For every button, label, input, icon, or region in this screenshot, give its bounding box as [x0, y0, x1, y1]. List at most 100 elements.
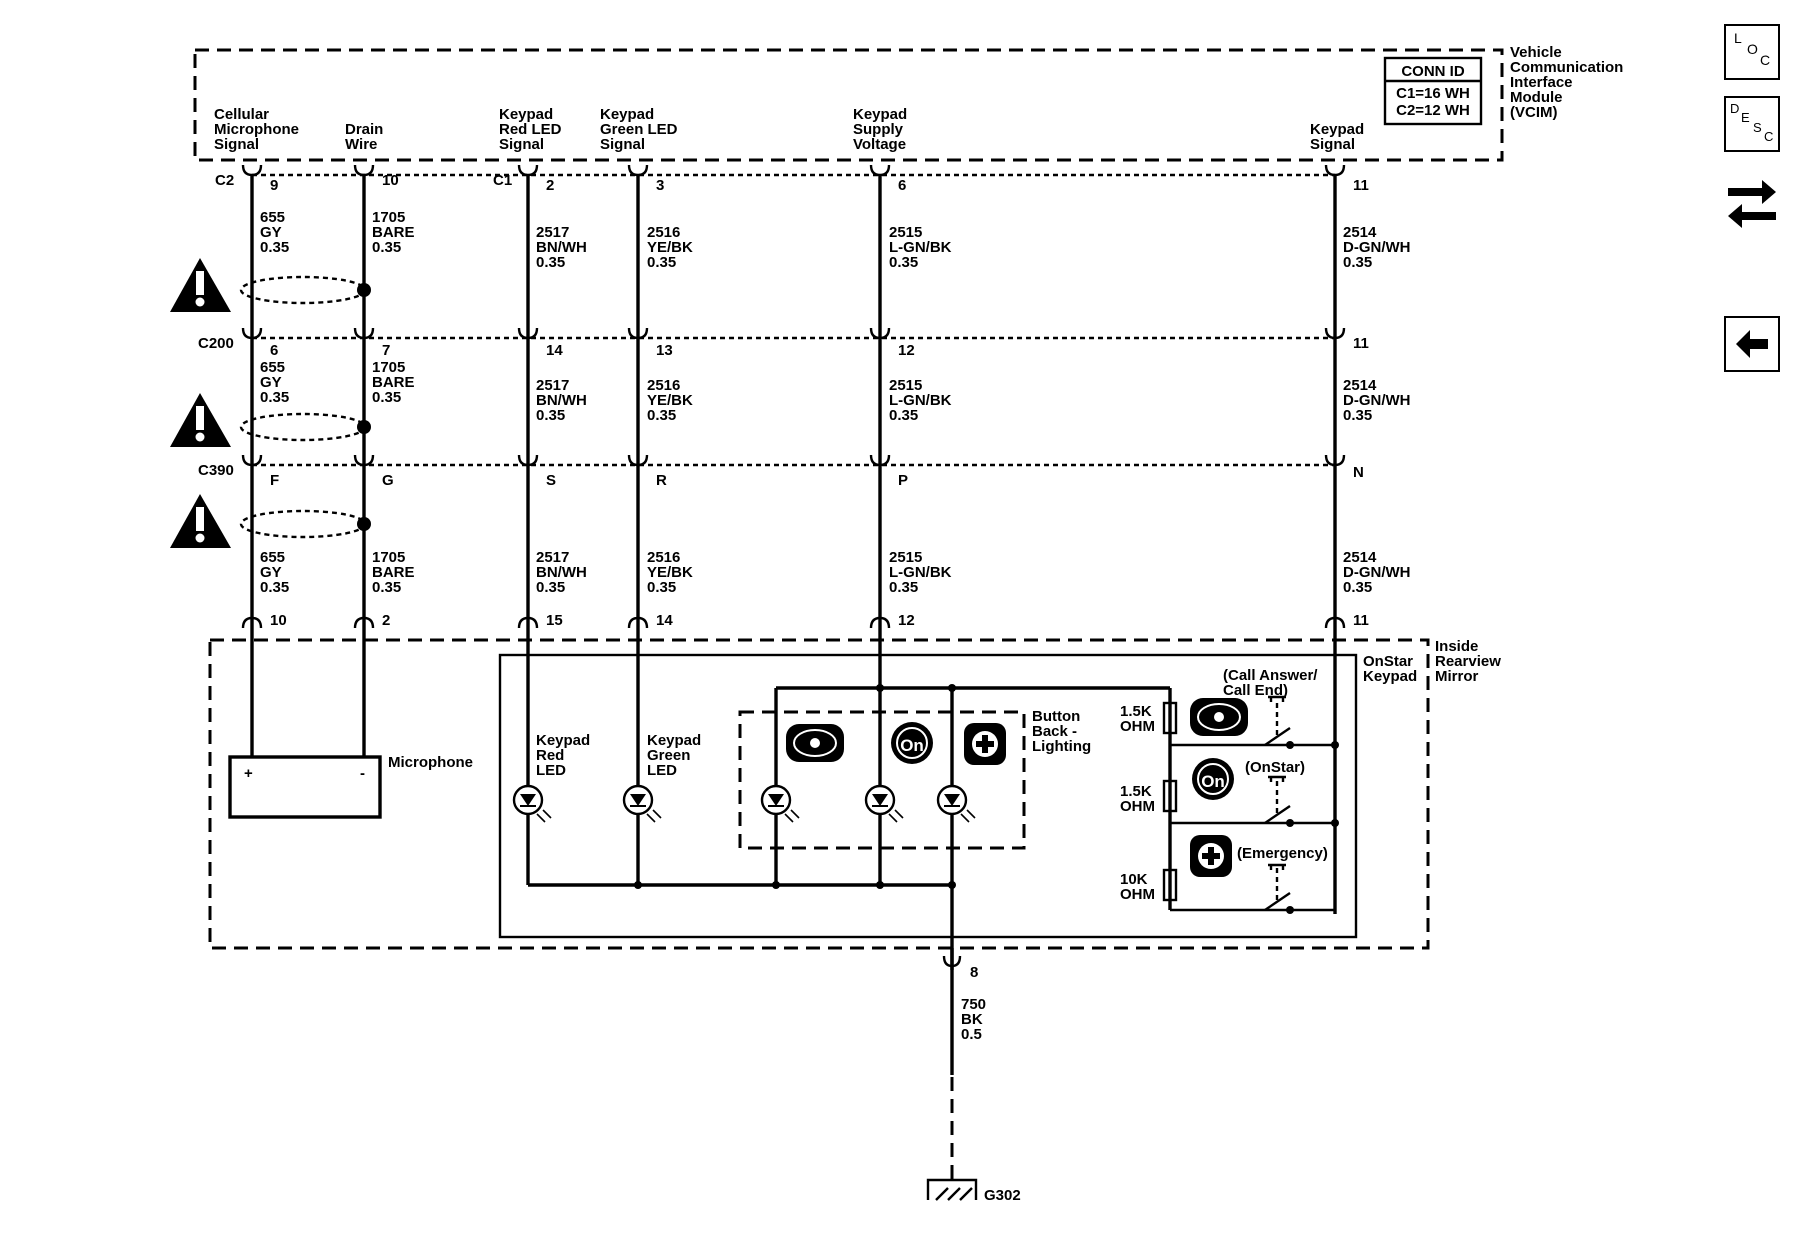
svg-text:Signal: Signal	[600, 136, 645, 153]
svg-text:0.35: 0.35	[1343, 254, 1372, 271]
svg-text:Keypad: Keypad	[1363, 668, 1417, 685]
svg-text:655: 655	[260, 549, 285, 566]
svg-text:BARE: BARE	[372, 564, 415, 581]
emergency-button-icon	[964, 723, 1006, 765]
svg-text:0.35: 0.35	[536, 407, 565, 424]
svg-text:9: 9	[270, 177, 278, 194]
svg-text:0.35: 0.35	[647, 579, 676, 596]
svg-text:S: S	[546, 472, 556, 489]
switch-network	[1162, 688, 1339, 914]
terminal-symbol	[869, 164, 891, 177]
svg-text:13: 13	[656, 342, 673, 359]
svg-text:C1: C1	[493, 172, 512, 189]
svg-text:BN/WH: BN/WH	[536, 564, 587, 581]
onstar-switch-icon: On	[1192, 758, 1234, 800]
terminal-symbol	[627, 164, 649, 177]
swap-icon	[1728, 180, 1776, 228]
svg-text:Keypad: Keypad	[647, 732, 701, 749]
svg-text:Module: Module	[1510, 89, 1563, 106]
emergency-switch-icon	[1190, 835, 1232, 877]
svg-text:(OnStar): (OnStar)	[1245, 759, 1305, 776]
keypad-box	[498, 653, 1358, 939]
svg-text:LED: LED	[536, 762, 566, 779]
svg-text:CONN ID: CONN ID	[1401, 63, 1465, 80]
svg-text:15: 15	[546, 612, 563, 629]
svg-text:2515: 2515	[889, 549, 922, 566]
svg-text:D-GN/WH: D-GN/WH	[1343, 564, 1411, 581]
svg-text:P: P	[898, 472, 908, 489]
svg-text:0.35: 0.35	[372, 239, 401, 256]
svg-text:BARE: BARE	[372, 224, 415, 241]
svg-text:GY: GY	[260, 224, 282, 241]
svg-text:Voltage: Voltage	[853, 136, 906, 153]
call-button-icon	[786, 724, 844, 762]
svg-text:G: G	[382, 472, 394, 489]
conn-id-box: CONN ID C1=16 WH C2=12 WH	[1383, 56, 1483, 126]
svg-text:Mirror: Mirror	[1435, 668, 1479, 685]
svg-text:OHM: OHM	[1120, 886, 1155, 903]
svg-text:Supply: Supply	[853, 121, 904, 138]
svg-text:C200: C200	[198, 335, 234, 352]
svg-text:R: R	[656, 472, 667, 489]
svg-text:Cellular: Cellular	[214, 106, 269, 123]
terminal-symbol	[241, 616, 263, 629]
svg-text:YE/BK: YE/BK	[647, 239, 693, 256]
terminal-symbol	[517, 164, 539, 177]
back-button[interactable]	[1724, 316, 1780, 372]
led-group	[512, 784, 976, 823]
svg-text:Microphone: Microphone	[388, 754, 473, 771]
svg-text:BK: BK	[961, 1011, 983, 1028]
svg-text:11: 11	[1353, 335, 1369, 352]
svg-text:2514: 2514	[1343, 377, 1377, 394]
svg-text:Microphone: Microphone	[214, 121, 299, 138]
terminal-symbol	[627, 616, 649, 629]
svg-text:D-GN/WH: D-GN/WH	[1343, 239, 1411, 256]
terminal-symbol	[353, 616, 375, 629]
wire-labels-row2: 655 GY 0.35 1705 BARE 0.35 2517 BN/WH 0.…	[260, 359, 1411, 424]
svg-text:8: 8	[970, 964, 978, 981]
svg-text:Call End): Call End)	[1223, 682, 1288, 699]
svg-text:11: 11	[1353, 612, 1369, 629]
keypad-internal-wiring	[526, 625, 1337, 1075]
svg-text:YE/BK: YE/BK	[647, 392, 693, 409]
warning-icon	[170, 393, 231, 447]
svg-text:L-GN/BK: L-GN/BK	[889, 564, 952, 581]
svg-text:11: 11	[1353, 177, 1369, 194]
mirror-label: Inside Rearview Mirror	[1435, 638, 1501, 685]
swap-button[interactable]	[1724, 168, 1780, 228]
svg-text:Vehicle: Vehicle	[1510, 44, 1562, 61]
svg-text:L-GN/BK: L-GN/BK	[889, 392, 952, 409]
svg-text:2516: 2516	[647, 224, 680, 241]
loc-button[interactable]: L O C	[1724, 24, 1780, 80]
svg-text:Keypad: Keypad	[499, 106, 553, 123]
led-labels: Keypad Red LED Keypad Green LED	[536, 732, 701, 779]
svg-text:0.35: 0.35	[889, 254, 918, 271]
svg-text:0.35: 0.35	[260, 579, 289, 596]
terminal-symbol	[353, 327, 375, 340]
desc-button[interactable]: D E S C	[1724, 96, 1780, 152]
terminal-symbol	[353, 454, 375, 467]
terminal-symbol	[869, 616, 891, 629]
svg-text:750: 750	[961, 996, 986, 1013]
svg-text:Green: Green	[647, 747, 690, 764]
svg-text:0.35: 0.35	[260, 389, 289, 406]
svg-text:D-GN/WH: D-GN/WH	[1343, 392, 1411, 409]
svg-text:3: 3	[656, 177, 664, 194]
svg-text:0.35: 0.35	[647, 254, 676, 271]
resistor-labels: 1.5K OHM 1.5K OHM 10K OHM	[1120, 703, 1155, 903]
svg-text:N: N	[1353, 464, 1364, 481]
terminal-symbol	[241, 164, 263, 177]
switch-labels: (Call Answer/ Call End) (OnStar) (Emerge…	[1223, 667, 1328, 862]
svg-text:2514: 2514	[1343, 549, 1377, 566]
loc-icon: L	[1734, 30, 1742, 46]
call-answer-button-icon	[1190, 698, 1248, 736]
svg-text:2514: 2514	[1343, 224, 1377, 241]
svg-text:1705: 1705	[372, 359, 405, 376]
svg-text:655: 655	[260, 359, 285, 376]
svg-text:0.35: 0.35	[372, 579, 401, 596]
connector-lines	[252, 173, 1335, 467]
svg-text:655: 655	[260, 209, 285, 226]
svg-text:Back -: Back -	[1032, 723, 1077, 740]
svg-text:6: 6	[270, 342, 278, 359]
svg-text:2: 2	[382, 612, 390, 629]
